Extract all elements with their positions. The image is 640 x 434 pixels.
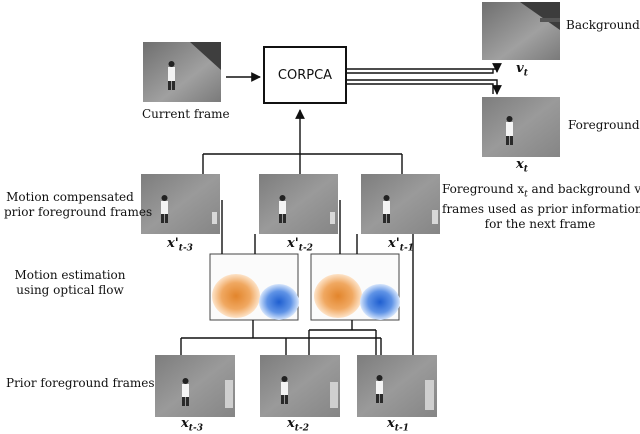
arrow-corpca-to-foreground xyxy=(345,79,502,95)
prior-frame-t-1 xyxy=(357,355,437,417)
prior-info-line-2: frames used as prior information xyxy=(442,202,640,217)
motion-compensated-line-2: prior foreground frames xyxy=(4,205,153,219)
motion-estimation-line-1: Motion estimation xyxy=(14,268,126,282)
motion-estimation-label: Motion estimation using optical flow xyxy=(10,268,130,298)
background-label: Background xyxy=(566,18,640,32)
prior-info-line-1: Foreground xt and background vt xyxy=(442,182,640,200)
prior-frame-t-3 xyxy=(155,355,235,417)
prior-info-label: Foreground xt and background vt frames u… xyxy=(442,182,640,232)
arrow-corpca-to-background xyxy=(345,63,502,73)
vt-symbol: vt xyxy=(516,61,528,79)
foreground-image xyxy=(482,97,560,157)
corpca-label: CORPCA xyxy=(277,67,333,83)
motion-estimation-line-2: using optical flow xyxy=(16,283,124,297)
x-t-3: xt-3 xyxy=(181,416,203,434)
optical-flow-image-1 xyxy=(209,253,299,321)
optical-flow-image-2 xyxy=(310,253,400,321)
x-prime-t-1: x't-1 xyxy=(388,236,414,254)
mc-frame-t-3 xyxy=(141,174,220,234)
xt-symbol: xt xyxy=(516,157,528,175)
background-image xyxy=(482,2,560,60)
motion-compensated-label: Motion compensated prior foreground fram… xyxy=(4,190,153,220)
mc-frame-t-1 xyxy=(361,174,440,234)
x-prime-t-3: x't-3 xyxy=(167,236,193,254)
x-prime-t-2: x't-2 xyxy=(287,236,313,254)
current-frame-label: Current frame xyxy=(142,107,230,121)
corpca-box: CORPCA xyxy=(263,46,347,104)
foreground-label: Foreground xyxy=(568,118,640,132)
mc-frame-t-2 xyxy=(259,174,338,234)
prior-foreground-label: Prior foreground frames xyxy=(6,376,155,390)
x-t-2: xt-2 xyxy=(287,416,309,434)
x-t-1: xt-1 xyxy=(387,416,409,434)
current-frame-image xyxy=(143,42,221,102)
connectors xyxy=(180,63,502,355)
prior-info-line-3: for the next frame xyxy=(484,217,596,232)
motion-compensated-line-1: Motion compensated xyxy=(6,190,134,204)
prior-frame-t-2 xyxy=(260,355,340,417)
